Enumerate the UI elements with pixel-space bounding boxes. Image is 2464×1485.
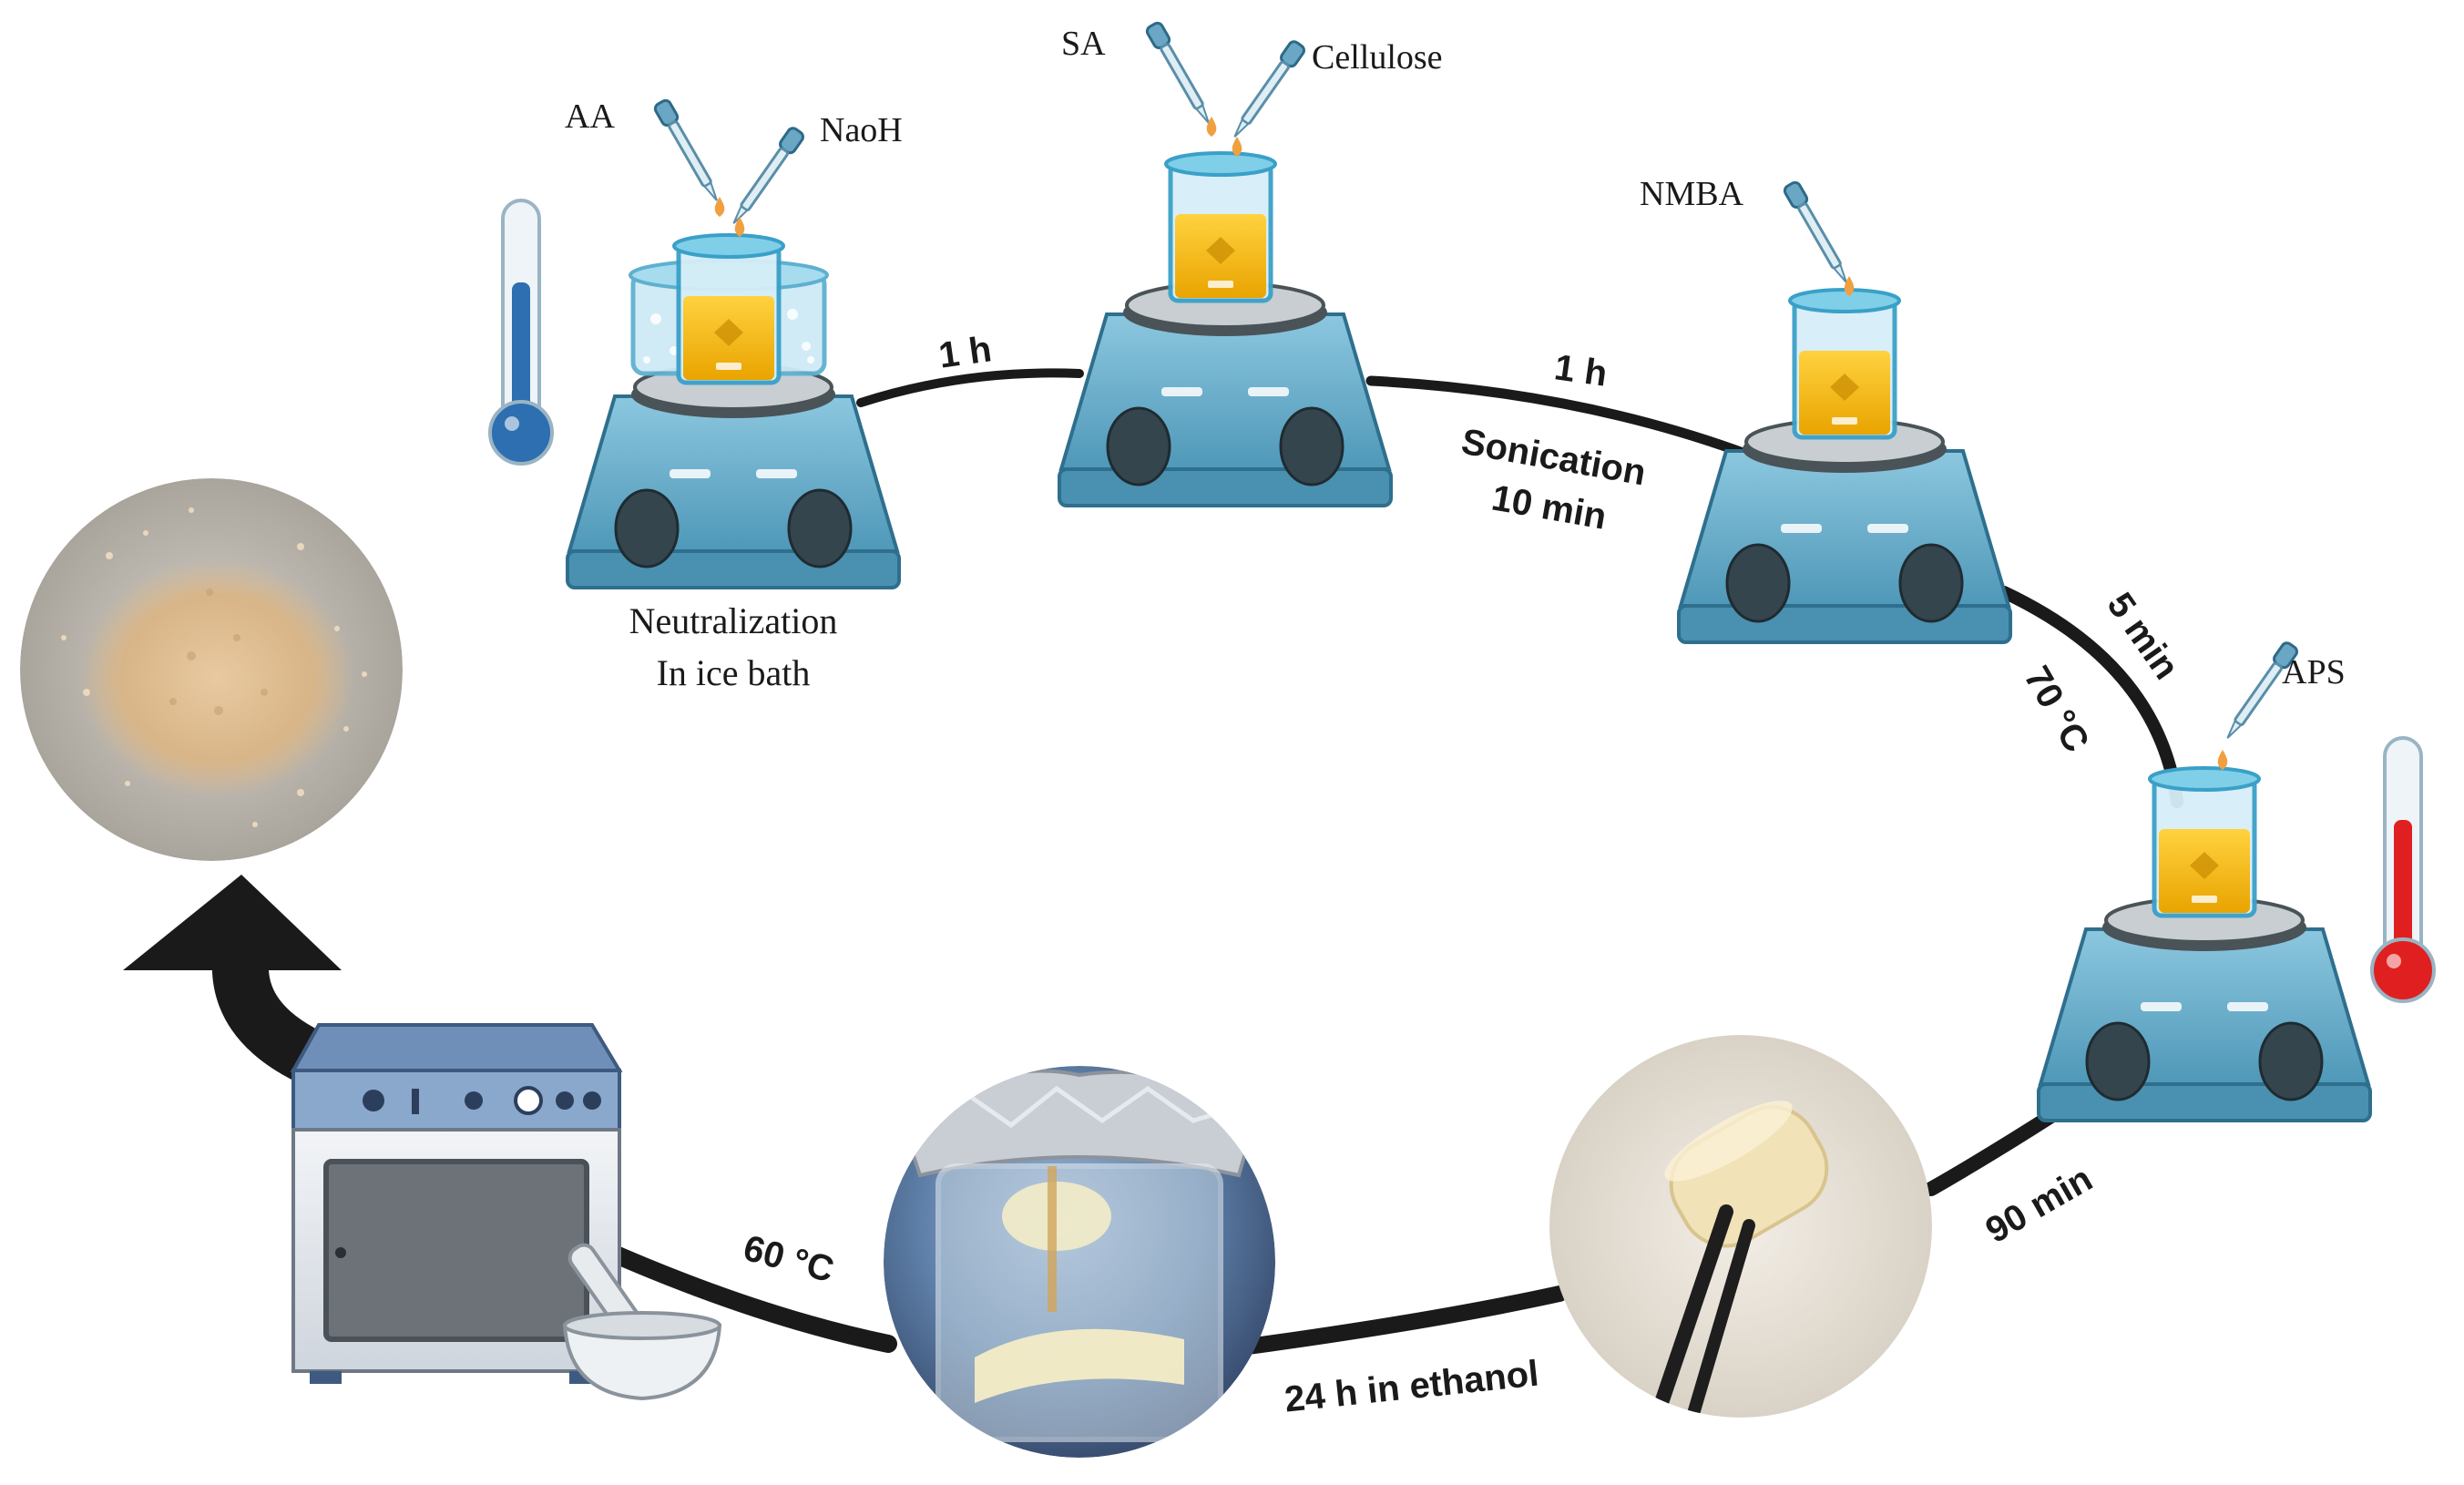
label-sonication-time: 10 min	[1488, 477, 1609, 537]
stirrer-2	[1058, 282, 1393, 507]
label-sonication: Sonication	[1458, 422, 1649, 494]
label-sa: SA	[1061, 25, 1106, 63]
powder-photo	[20, 478, 403, 861]
pipette-sa-icon	[1143, 19, 1218, 129]
label-ethanol: 24 h in ethanol	[1283, 1354, 1540, 1420]
path-segment-5	[1240, 1285, 1568, 1355]
label-aps: APS	[2282, 653, 2346, 691]
label-90min: 90 min	[1979, 1159, 2100, 1251]
label-second-1h: 1 h	[1552, 347, 1610, 394]
pipette-cellulose-icon	[1226, 37, 1308, 143]
tweezers-icon	[1623, 1204, 1755, 1418]
beaker-3	[1790, 290, 1899, 437]
label-nmba: NMBA	[1640, 175, 1744, 213]
label-first-1h: 1 h	[936, 329, 994, 376]
path-segment-1	[856, 368, 1084, 407]
label-70c: 70 °C	[2016, 660, 2096, 759]
label-cellulose: Cellulose	[1312, 38, 1443, 77]
hot-thermometer-icon	[2370, 736, 2436, 1003]
mortar-pestle-icon	[562, 1243, 722, 1401]
stirrer-3	[1677, 418, 2012, 644]
label-ice-bath: In ice bath	[657, 652, 811, 693]
label-aa: AA	[565, 97, 615, 136]
pipette-aa-icon	[651, 97, 726, 207]
hydrogel-photo	[1549, 1035, 1932, 1418]
pipette-naoh-icon	[725, 124, 807, 230]
path-segment-6	[592, 1239, 897, 1353]
path-segment-3	[1998, 586, 2183, 808]
label-neutralization: Neutralization	[629, 600, 838, 641]
label-naoh: NaoH	[820, 111, 903, 149]
beaker-2	[1166, 153, 1275, 301]
beaker-1	[674, 235, 783, 383]
stirrer-1	[566, 364, 901, 589]
ethanol-jar-photo	[884, 1066, 1275, 1458]
cold-thermometer-icon	[488, 199, 554, 466]
droplets-2	[1206, 117, 1242, 157]
label-60c: 60 °C	[740, 1228, 838, 1291]
stirrer-4	[2037, 896, 2372, 1122]
pipette-nmba-icon	[1781, 179, 1856, 289]
beaker-4	[2150, 768, 2259, 916]
path-segment-2	[1365, 375, 1768, 466]
